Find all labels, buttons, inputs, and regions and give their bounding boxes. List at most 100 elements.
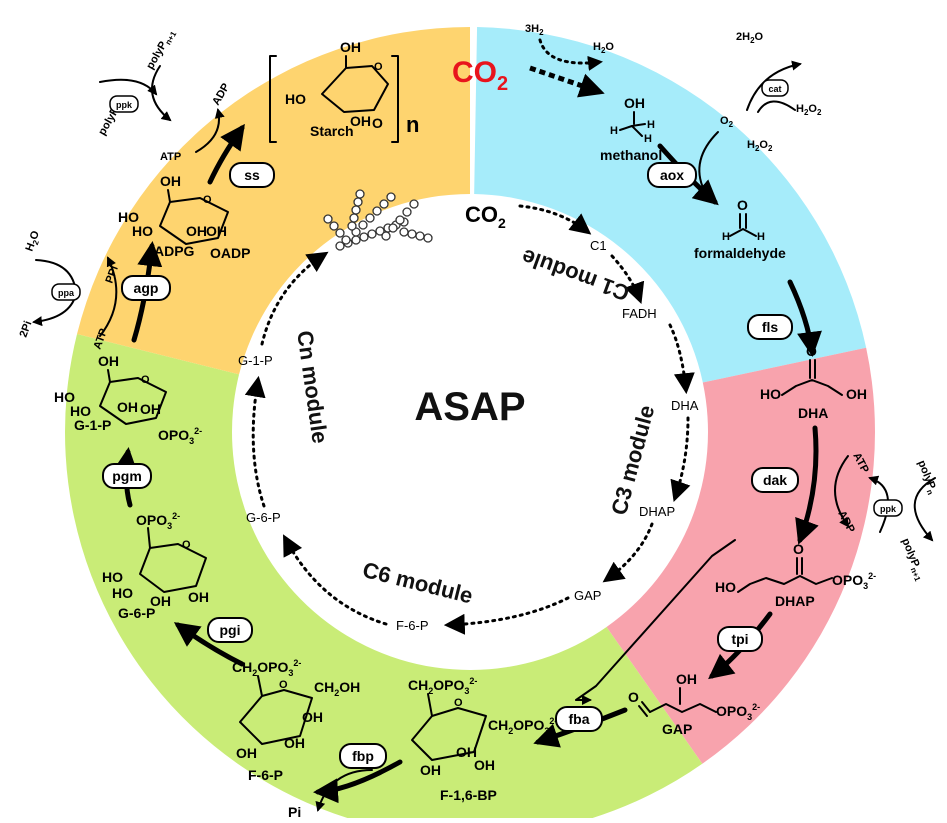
svg-text:H: H (610, 125, 618, 137)
dha-label: DHA (798, 405, 828, 421)
ppk-left-arc (99, 78, 158, 96)
starch-bead (372, 206, 382, 216)
enzyme-cat[interactable] (761, 79, 789, 97)
starch-bead (365, 213, 375, 223)
enzyme-pgm[interactable] (102, 463, 152, 489)
enzyme-fls-label: fls (762, 319, 779, 335)
enzyme-ppa[interactable] (51, 283, 81, 301)
enzyme-dak-label: dak (763, 472, 787, 488)
svg-text:HO: HO (132, 223, 153, 239)
enzyme-pgi[interactable] (207, 617, 253, 643)
svg-text:H: H (722, 231, 730, 243)
enzyme-fba[interactable] (555, 706, 603, 732)
h2o2-label: H2O2 (747, 139, 773, 153)
starch-bead (353, 197, 363, 207)
o2-label: O2 (720, 115, 734, 129)
enzyme-aox-label: aox (660, 167, 684, 183)
cycle-arrow-gap-f6p (443, 596, 570, 635)
svg-text:OH: OH (350, 113, 371, 129)
svg-text:OH: OH (846, 386, 867, 402)
svg-text:H: H (757, 231, 765, 243)
g1p-structure: OH O HO HO OH OH OPO32- G-1-P (54, 353, 202, 446)
svg-text:OH: OH (340, 39, 361, 55)
starch-bead (409, 199, 419, 209)
adpg-structure: OH O HO HO OH OH OADP ADPG (118, 173, 250, 261)
enzyme-fls[interactable] (747, 314, 793, 340)
g6p-structure: OPO32- O HO HO OH OH G-6-P (102, 511, 209, 621)
cycle-co2: CO2 (465, 202, 506, 231)
svg-text:OH: OH (456, 744, 477, 760)
cycle-g6p: G-6-P (246, 510, 281, 525)
aox-cofactor-arc (698, 131, 719, 191)
svg-text:HO: HO (715, 579, 736, 595)
adp-ss: ADP (210, 81, 232, 107)
svg-text:OH: OH (284, 735, 305, 751)
svg-text:OH: OH (302, 709, 323, 725)
gap-structure: OH O OPO32- GAP (628, 671, 760, 737)
starch-bead (351, 205, 361, 215)
enzyme-tpi[interactable] (717, 626, 763, 652)
cycle-arrow-g6p-g1p (244, 375, 266, 508)
enzyme-dak[interactable] (751, 467, 799, 493)
pi-fbp: Pi (288, 804, 301, 818)
starch-structure: OH O HO OH O Starch n (269, 39, 419, 143)
c1-sector-content: CO2 3H2 H2O OH H H H methanol O2 H2O2 ao… (452, 23, 822, 261)
enzyme-ss[interactable] (229, 162, 275, 188)
ppi-agp: PPi (104, 264, 121, 285)
f6p-structure: CH2OPO32- O CH2OH OH OH OH F-6-P (232, 658, 360, 783)
dhap-to-fba-line (575, 539, 736, 705)
starch-bead (341, 235, 351, 245)
starch-bead (329, 221, 339, 231)
starch-bead (323, 214, 333, 224)
enzyme-ppk-right[interactable] (873, 499, 903, 517)
adpg-label: ADPG (154, 243, 195, 259)
svg-text:HO: HO (118, 209, 139, 225)
pgi-arrow (173, 622, 245, 667)
cycle-arrow-fadh-dha (668, 323, 695, 395)
svg-text:CH2OPO32-: CH2OPO32- (408, 676, 477, 696)
cycle-arrow-dha-dhap (670, 416, 691, 502)
methanol-label: methanol (600, 147, 662, 163)
g6p-label: G-6-P (118, 605, 155, 621)
svg-text:CH2OPO32-: CH2OPO32- (488, 716, 557, 736)
h2-arrow (538, 38, 603, 71)
enzyme-agp[interactable] (121, 275, 171, 301)
svg-text:OH: OH (676, 671, 697, 687)
svg-text:OH: OH (420, 762, 441, 778)
methanol-structure: OH H H H methanol (600, 95, 662, 163)
cycle-arrow-c1-fadh (610, 254, 645, 304)
gap-label: GAP (662, 721, 692, 737)
c6-sector-content: fba CH2OPO32- O CH2OPO32- OH OH OH F-1,6… (102, 511, 628, 820)
enzyme-ppk-left[interactable] (109, 95, 139, 113)
svg-text:O: O (737, 197, 748, 213)
module-c3: C3 module (606, 403, 659, 518)
polyp-n1-left: polyPn+1 (144, 27, 178, 73)
fbp-arrow (313, 759, 403, 804)
enzyme-fbp[interactable] (339, 743, 387, 769)
atp-ss: ATP (160, 151, 181, 163)
svg-text:O: O (279, 679, 288, 691)
sector-c1 (474, 27, 867, 383)
enzyme-tpi-label: tpi (731, 631, 748, 647)
svg-text:O: O (374, 61, 383, 73)
cn-sector-content: pgm OH O HO HO OH OH OPO32- G-1-P ATP PP… (18, 27, 419, 508)
dhap-label: DHAP (775, 593, 815, 609)
svg-text:HO: HO (285, 91, 306, 107)
cycle-dha: DHA (671, 398, 699, 413)
cycle-arrow-co2-c1 (518, 204, 592, 235)
enzyme-aox[interactable] (647, 162, 697, 188)
starch-n: n (406, 112, 419, 137)
starch-bead (358, 220, 368, 230)
starch-bead (347, 221, 357, 231)
enzyme-fba-label: fba (569, 711, 590, 727)
two-h2o-label: 2H2O (736, 31, 764, 45)
enzyme-agp-label: agp (134, 280, 159, 296)
enzyme-ppa-label: ppa (58, 288, 75, 298)
svg-text:HO: HO (70, 403, 91, 419)
svg-text:O: O (806, 343, 817, 359)
svg-text:OH: OH (206, 223, 227, 239)
two-pi-ppa: 2Pi (18, 319, 35, 339)
svg-text:O: O (793, 541, 804, 557)
dha-structure: O HO OH DHA (760, 343, 867, 421)
